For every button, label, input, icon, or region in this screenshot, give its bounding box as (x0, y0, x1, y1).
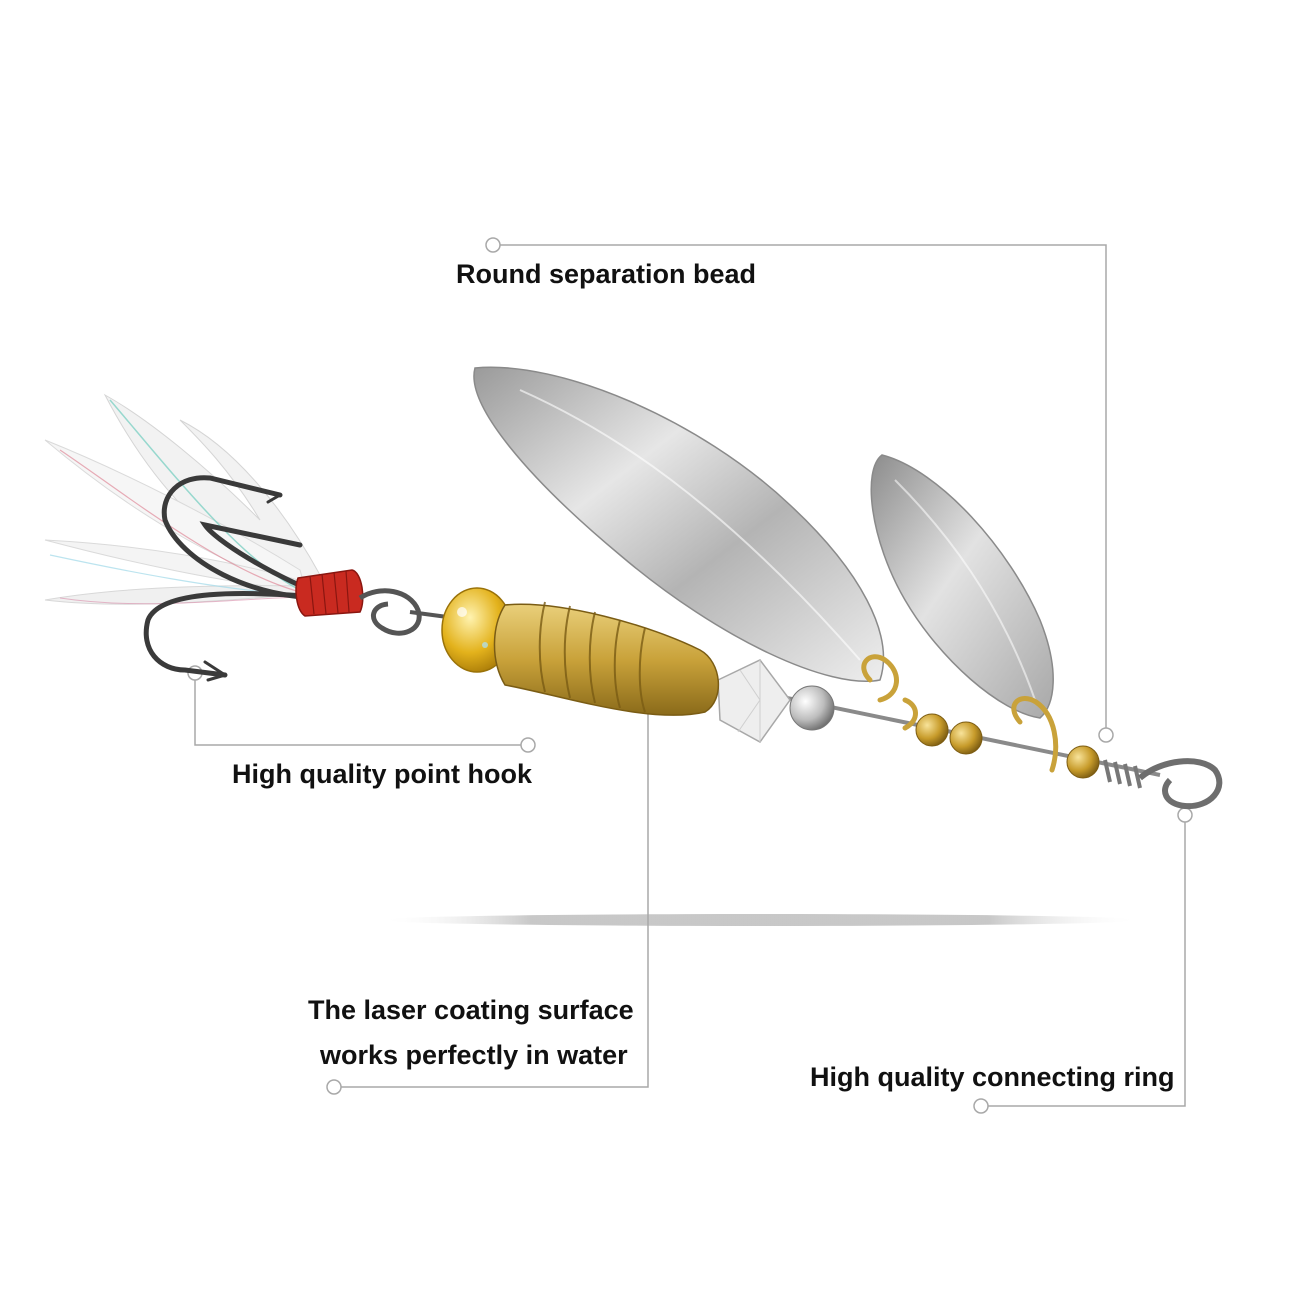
leader-line-ring (987, 815, 1186, 1107)
gold-bead-3 (1066, 745, 1100, 779)
callout-high-quality-connecting-ring: High quality connecting ring (810, 1062, 1175, 1092)
callout-round-separation-bead: Round separation bead (456, 259, 757, 289)
red-thread-wrap (295, 569, 364, 617)
connecting-ring (1137, 758, 1223, 810)
crystal-cone (717, 659, 791, 743)
floor-shadow (380, 914, 1140, 926)
leader-line-coating (341, 700, 649, 1088)
leader-lines (194, 244, 1186, 1107)
silver-bead (789, 685, 835, 731)
callout-laser-coating-line-1: The laser coating surface (308, 995, 634, 1025)
leader-line-bead (500, 244, 1107, 735)
callout-laser-coating-line-2: works perfectly in water (320, 1040, 628, 1070)
gold-bead-2 (949, 721, 983, 755)
callout-high-quality-point-hook: High quality point hook (232, 759, 532, 789)
small-blade (870, 454, 1054, 719)
large-blade (473, 366, 885, 682)
gold-bead-1 (915, 713, 949, 747)
leader-line-hook (194, 672, 522, 746)
clevis-wires (861, 654, 1059, 773)
hook-eye (358, 588, 456, 636)
brass-body (493, 601, 719, 716)
spring-coil (1103, 759, 1142, 789)
